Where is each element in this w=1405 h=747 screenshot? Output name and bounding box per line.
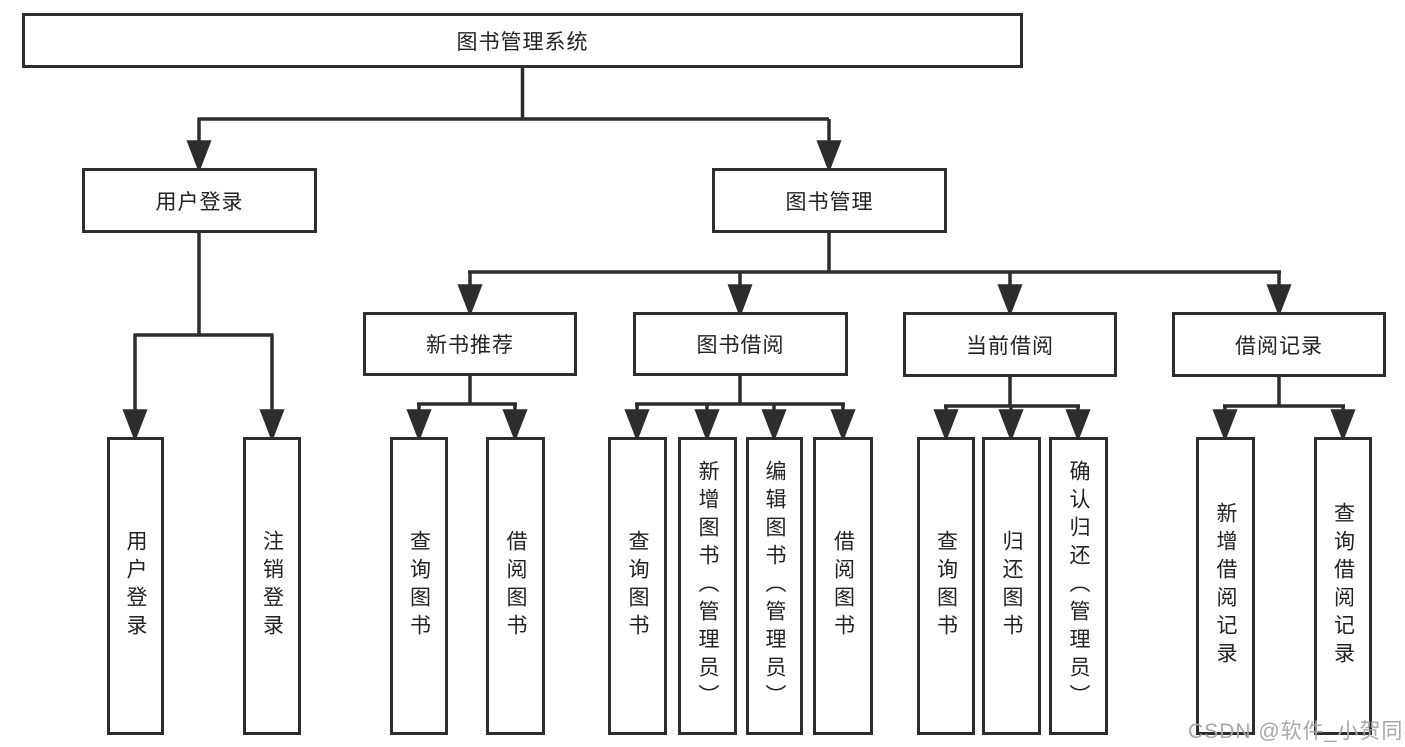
leaf-query-book-recommendation: 查询图书: [390, 437, 448, 735]
arrowhead: [1065, 409, 1091, 442]
leaf-add-book-admin: 新增图书（管理员）: [678, 437, 737, 735]
leaf-query-borrow-record: 查询借阅记录: [1314, 437, 1372, 735]
arrowhead: [1212, 409, 1238, 442]
connector-root-to-level2: [197, 68, 831, 144]
arrowhead: [727, 284, 753, 319]
arrowhead: [502, 409, 528, 442]
csdn-watermark: CSDN @软件_小贺同学: [1188, 720, 1405, 743]
arrowhead: [259, 409, 285, 442]
connector-bookborrow-to-leaves: [635, 376, 845, 413]
node-new-book-recommendation: 新书推荐: [363, 312, 577, 376]
arrowhead: [406, 409, 432, 442]
leaf-return-book: 归还图书: [982, 437, 1041, 735]
leaf-add-borrow-record: 新增借阅记录: [1196, 437, 1255, 735]
node-borrowing-records: 借阅记录: [1172, 312, 1386, 377]
arrowhead: [830, 409, 856, 442]
leaf-query-book-current: 查询图书: [917, 437, 975, 735]
arrowhead: [624, 409, 650, 442]
node-current-borrowing: 当前借阅: [903, 312, 1117, 377]
arrowhead: [122, 409, 148, 442]
leaf-borrow-book-recommendation: 借阅图书: [486, 437, 545, 735]
arrowhead: [761, 409, 787, 442]
leaf-borrow-book: 借阅图书: [813, 437, 873, 735]
arrowhead: [457, 284, 483, 317]
arrowhead: [816, 140, 842, 173]
leaf-logout: 注销登录: [243, 437, 301, 735]
arrowhead: [186, 140, 212, 173]
connector-currentborrow-to-leaves: [944, 377, 1080, 413]
arrowhead: [1330, 409, 1356, 442]
connector-bookmgmt-to-level3: [468, 233, 1281, 288]
leaf-confirm-return-admin: 确认归还（管理员）: [1049, 437, 1108, 735]
connector-userlogin-to-leaves: [133, 233, 274, 413]
arrowhead: [1266, 284, 1292, 317]
node-book-borrowing: 图书借阅: [633, 312, 848, 376]
connector-borrowrecord-to-leaves: [1223, 377, 1345, 413]
connector-newbookrec-to-leaves: [417, 376, 517, 413]
leaf-user-login: 用户登录: [107, 437, 164, 735]
node-root: 图书管理系统: [22, 13, 1023, 68]
node-user-login: 用户登录: [82, 168, 317, 233]
arrowhead: [694, 409, 720, 442]
leaf-edit-book-admin: 编辑图书（管理员）: [746, 437, 803, 735]
arrowhead: [998, 409, 1024, 442]
arrowhead: [997, 284, 1023, 317]
leaf-query-book-borrowing: 查询图书: [608, 437, 667, 735]
node-book-management: 图书管理: [712, 168, 947, 233]
arrowhead: [933, 409, 959, 442]
